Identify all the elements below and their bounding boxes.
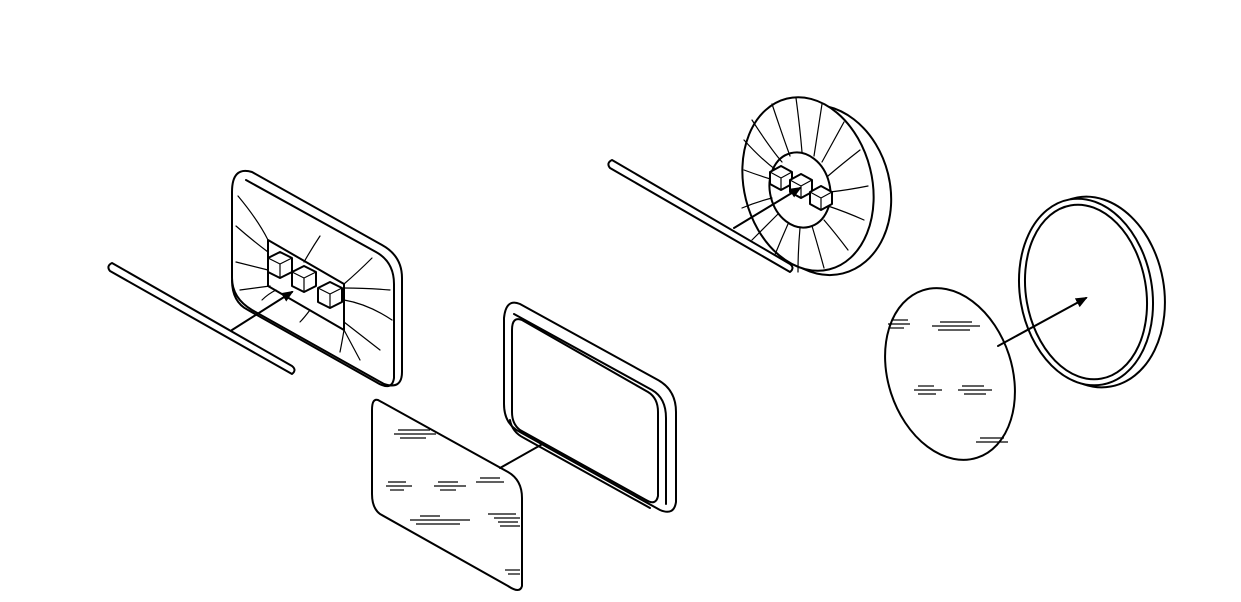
socket-icon bbox=[291, 265, 317, 293]
assembly-arrow bbox=[231, 290, 294, 331]
rectangular-frame-icon bbox=[503, 301, 677, 513]
rod-icon bbox=[107, 262, 296, 375]
rod-icon bbox=[607, 159, 794, 273]
socket-icon bbox=[267, 251, 293, 279]
round-lamp-housing-icon bbox=[741, 96, 893, 277]
round-lens-icon bbox=[884, 287, 1016, 461]
rectangular-lens-icon bbox=[371, 398, 523, 591]
assembly-arrow bbox=[733, 186, 802, 229]
socket-icon bbox=[317, 281, 343, 309]
rectangular-lamp-housing-icon bbox=[231, 170, 403, 388]
socket-icon bbox=[789, 173, 813, 199]
round-frame-icon bbox=[1017, 195, 1166, 389]
socket-icon bbox=[769, 165, 793, 191]
socket-icon bbox=[809, 185, 833, 211]
assembly-arrow bbox=[997, 297, 1088, 347]
